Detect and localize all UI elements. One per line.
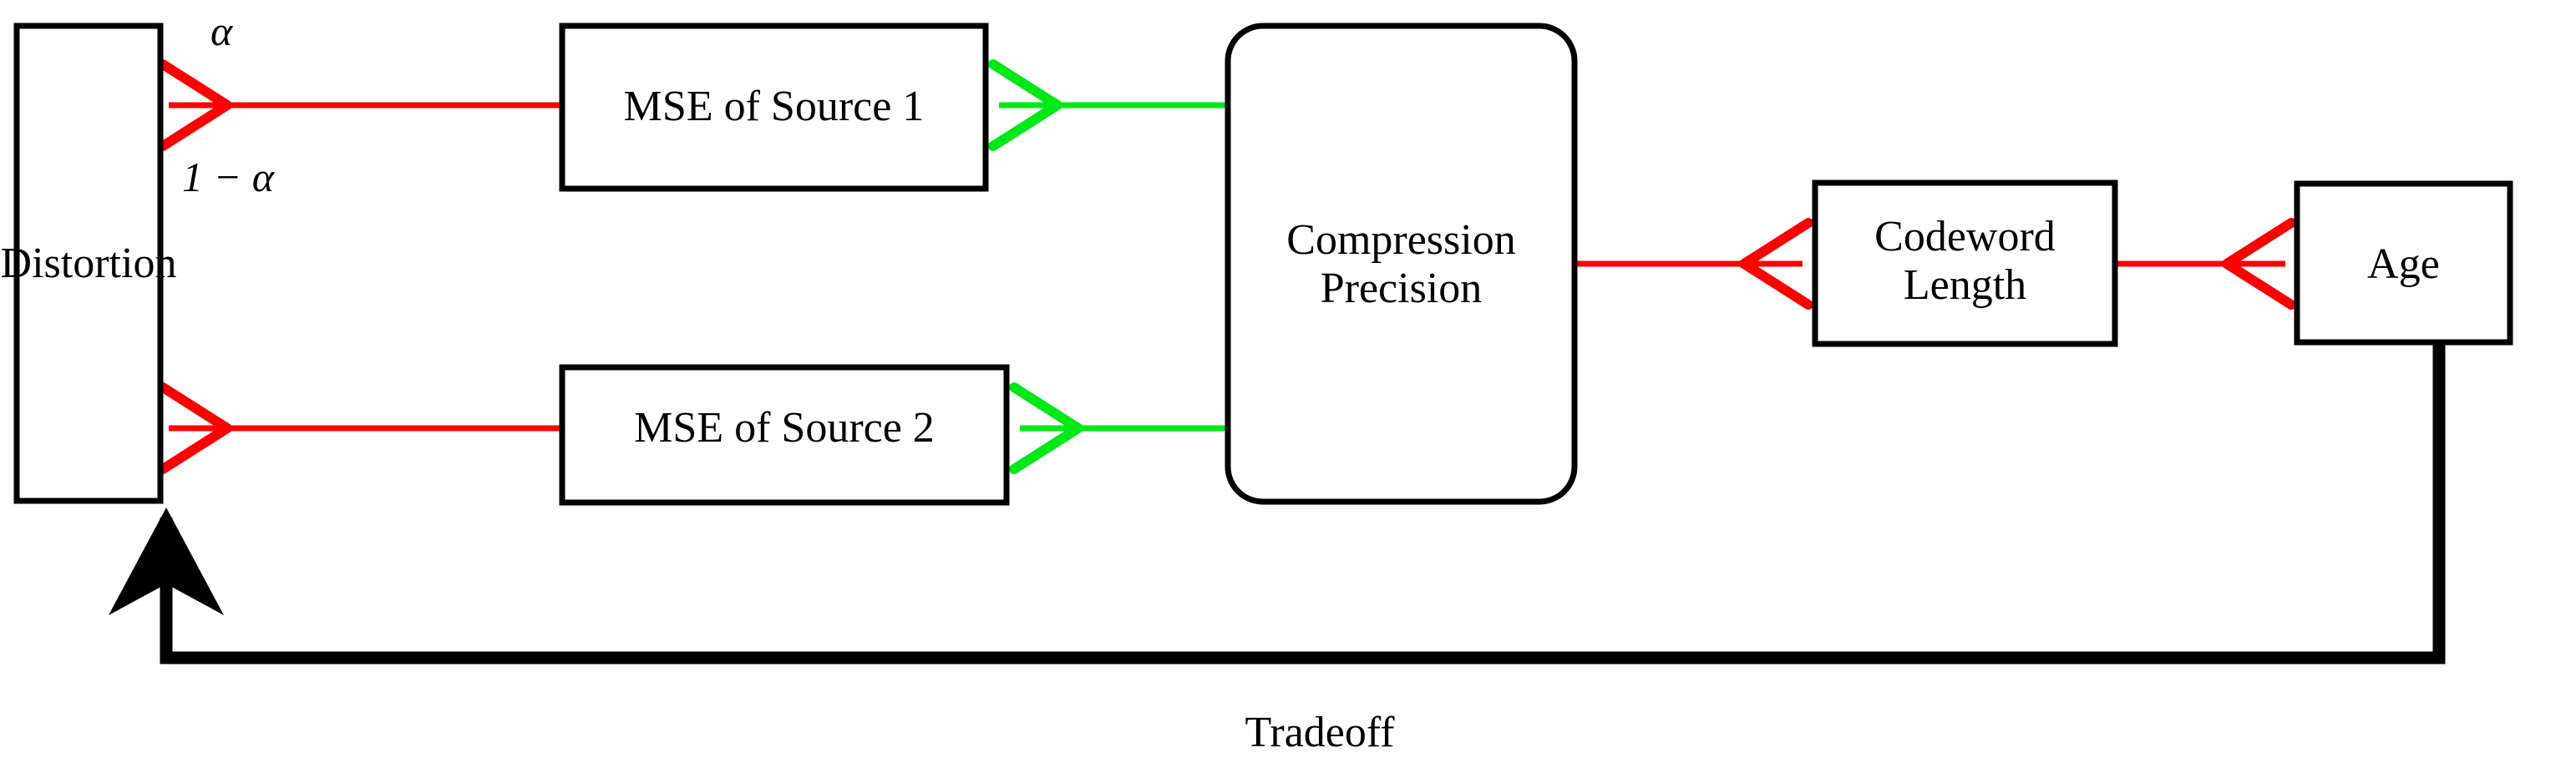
node-mse1-box[interactable] xyxy=(559,23,989,192)
diagram-caption-tradeoff: Tradeoff xyxy=(1245,709,1395,756)
node-compression-box[interactable] xyxy=(1225,23,1578,505)
node-codeword-box[interactable] xyxy=(1812,179,2118,347)
edge-age-to-distortion xyxy=(109,344,2446,664)
node-mse2-box[interactable] xyxy=(559,364,1010,506)
edge-label-one-minus-alpha: 1 − α xyxy=(182,154,274,200)
node-age-box[interactable] xyxy=(2294,180,2513,346)
edge-label-alpha: α xyxy=(210,8,233,54)
node-distortion-box[interactable] xyxy=(13,23,164,504)
